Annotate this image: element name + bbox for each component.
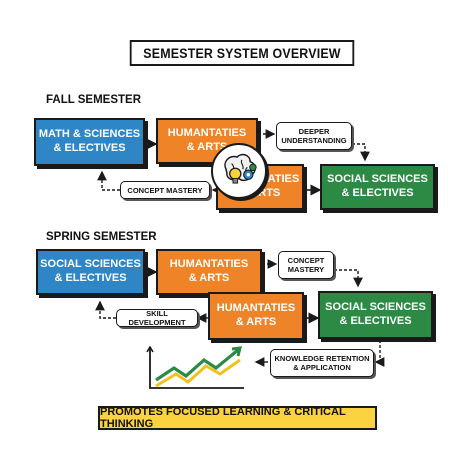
arrow-concept-to-social2 <box>334 269 363 288</box>
promotes-learning-banner: PROMOTES FOCUSED LEARNING & CRITICAL THI… <box>98 406 377 430</box>
fall-semester-label: FALL SEMESTER <box>46 94 141 106</box>
growth-chart-icon <box>146 346 244 389</box>
knowledge-retention-note: KNOWLEDGE RETENTION & APPLICATION <box>270 349 374 377</box>
spring-humanities-box: HUMANTATIES & ARTS <box>156 249 262 295</box>
arrow-skill-to-social <box>95 300 116 319</box>
spring-semester-label: SPRING SEMESTER <box>46 231 157 243</box>
concept-mastery-note: CONCEPT MASTERY <box>120 181 210 199</box>
page-title: SEMESTER SYSTEM OVERVIEW <box>129 40 355 66</box>
brain-gear-lightbulb-icon <box>211 143 267 199</box>
fall-social-sciences-box: SOCIAL SCIENCES & ELECTIVES <box>320 164 435 210</box>
spring-social-sciences-box: SOCIAL SCIENCES & ELECTIVES <box>36 249 145 295</box>
fall-math-sciences-box: MATH & SCIENCES & ELECTIVES <box>34 118 145 166</box>
arrow-concept-to-math <box>97 170 120 191</box>
deeper-understanding-note: DEEPER UNDERSTANDING <box>276 122 352 150</box>
spring-humanities-box-2: HUMANTATIES & ARTS <box>208 292 304 340</box>
spring-concept-mastery-note: CONCEPT MASTERY <box>278 251 334 279</box>
spring-social-sciences-box-2: SOCIAL SCIENCES & ELECTIVES <box>318 291 433 339</box>
skill-development-note: SKILL DEVELOPMENT <box>116 309 198 327</box>
arrow-deeper-to-social <box>352 143 370 162</box>
